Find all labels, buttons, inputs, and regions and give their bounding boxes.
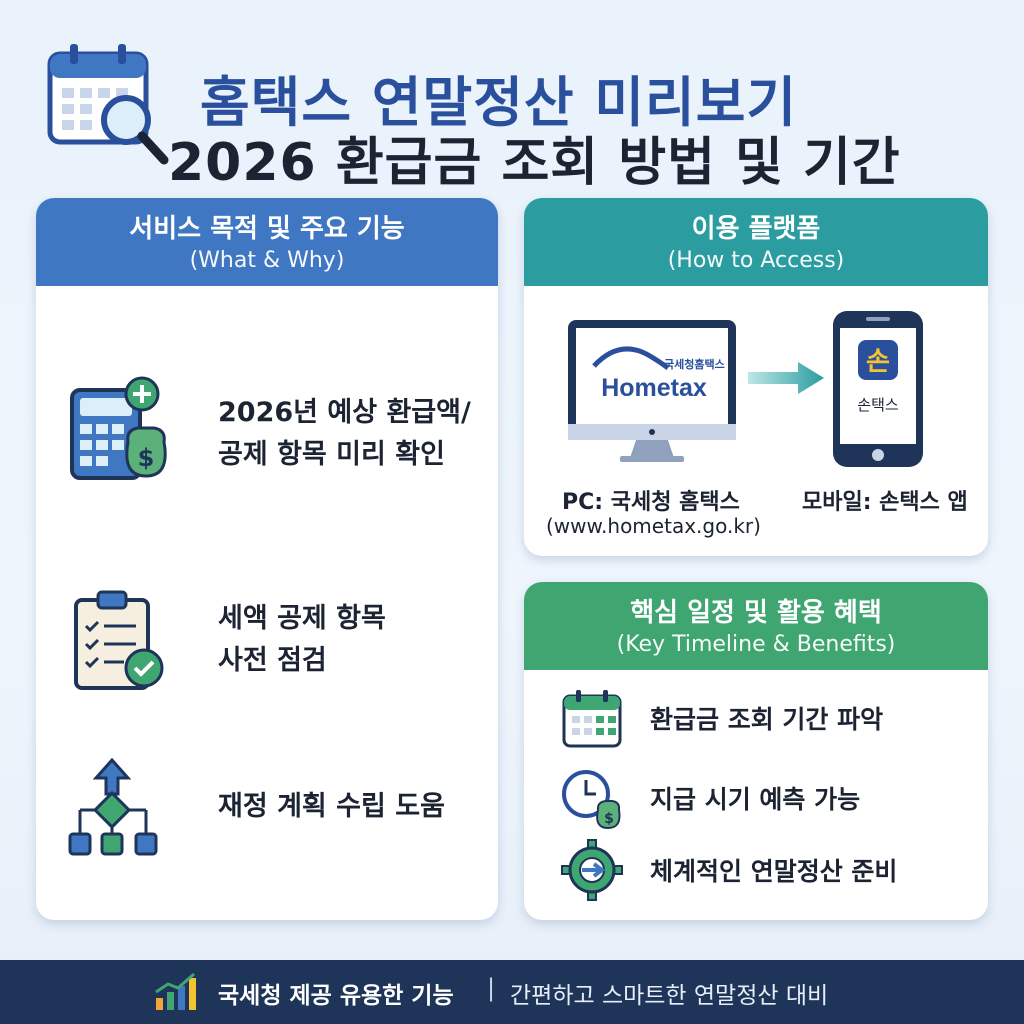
footer-main-text: 국세청 제공 유용한 기능	[218, 983, 454, 1009]
title-line-2: 2026 환급금 조회 방법 및 기간	[168, 133, 901, 193]
timeline-item-2-label: 지급 시기 예측 가능	[650, 785, 861, 814]
svg-text:$: $	[138, 444, 155, 472]
feature-2-line2: 사전 점검	[218, 645, 327, 676]
mobile-label: 모바일: 손택스 앱	[802, 490, 968, 515]
footer-separator: |	[487, 974, 496, 1002]
timeline-item: $ 지급 시기 예측 가능	[560, 766, 960, 830]
hometax-small-text: 국세청홈택스	[664, 357, 725, 371]
smartphone-icon: 손 손택스	[833, 311, 923, 467]
feature-1-line1: 2026년 예상 환급액/	[218, 397, 471, 428]
platform-card-title: 이용 플랫폼	[691, 214, 821, 244]
timeline-card-title: 핵심 일정 및 활용 혜택	[630, 598, 882, 628]
calendar-search-icon	[47, 44, 169, 165]
platform-card-header: 이용 플랫폼 (How to Access)	[524, 198, 988, 286]
title-line-1: 홈택스 연말정산 미리보기	[200, 71, 798, 134]
feature-1-line2: 공제 항목 미리 확인	[218, 439, 445, 470]
arrow-right-icon	[748, 362, 824, 394]
footer-sub-text: 간편하고 스마트한 연말정산 대비	[510, 983, 829, 1009]
platform-card-subtitle: (How to Access)	[667, 248, 845, 273]
timeline-card-subtitle: (Key Timeline & Benefits)	[616, 632, 896, 657]
feature-item: 재정 계획 수립 도움	[66, 754, 486, 864]
pc-label: PC: 국세청 홈택스	[562, 490, 740, 515]
header: 홈택스 연말정산 미리보기 2026 환급금 조회 방법 및 기간	[40, 30, 990, 193]
timeline-card-header: 핵심 일정 및 활용 혜택 (Key Timeline & Benefits)	[524, 582, 988, 670]
clipboard-check-icon	[74, 590, 164, 690]
feature-item: 세액 공제 항목 사전 점검	[66, 586, 486, 696]
pc-url: (www.hometax.go.kr)	[546, 514, 761, 538]
sontax-badge: 손	[866, 347, 890, 377]
sontax-name: 손택스	[857, 396, 899, 414]
feature-3-line1: 재정 계획 수립 도움	[218, 791, 445, 822]
timeline-item: 체계적인 연말정산 준비	[560, 838, 960, 902]
gear-arrow-icon	[561, 839, 623, 901]
growth-chart-icon	[155, 972, 196, 1010]
timeline-card: 핵심 일정 및 활용 혜택 (Key Timeline & Benefits) …	[524, 582, 988, 920]
calculator-money-icon: $	[70, 376, 167, 480]
platform-card: 이용 플랫폼 (How to Access) 국세청홈택스 Hometax 손 …	[524, 198, 988, 556]
clock-money-icon: $	[562, 770, 621, 830]
footer-bar: 국세청 제공 유용한 기능 | 간편하고 스마트한 연말정산 대비	[0, 960, 1024, 1024]
purpose-card: 서비스 목적 및 주요 기능 (What & Why) $ 2026년 예상 환…	[36, 198, 498, 920]
purpose-card-header: 서비스 목적 및 주요 기능 (What & Why)	[36, 198, 498, 286]
purpose-card-title: 서비스 목적 및 주요 기능	[129, 214, 405, 244]
timeline-item-1-label: 환급금 조회 기간 파악	[650, 705, 884, 734]
timeline-item: 환급금 조회 기간 파악	[560, 686, 960, 750]
svg-text:$: $	[604, 811, 614, 827]
feature-item: $ 2026년 예상 환급액/ 공제 항목 미리 확인	[66, 376, 486, 496]
timeline-item-3-label: 체계적인 연말정산 준비	[650, 857, 898, 886]
pc-monitor-icon: 국세청홈택스 Hometax	[568, 320, 736, 462]
flowchart-icon	[68, 757, 158, 856]
feature-2-line1: 세액 공제 항목	[218, 603, 386, 634]
purpose-card-subtitle: (What & Why)	[189, 248, 345, 273]
calendar-icon	[562, 690, 622, 748]
hometax-logo-text: Hometax	[601, 374, 707, 402]
